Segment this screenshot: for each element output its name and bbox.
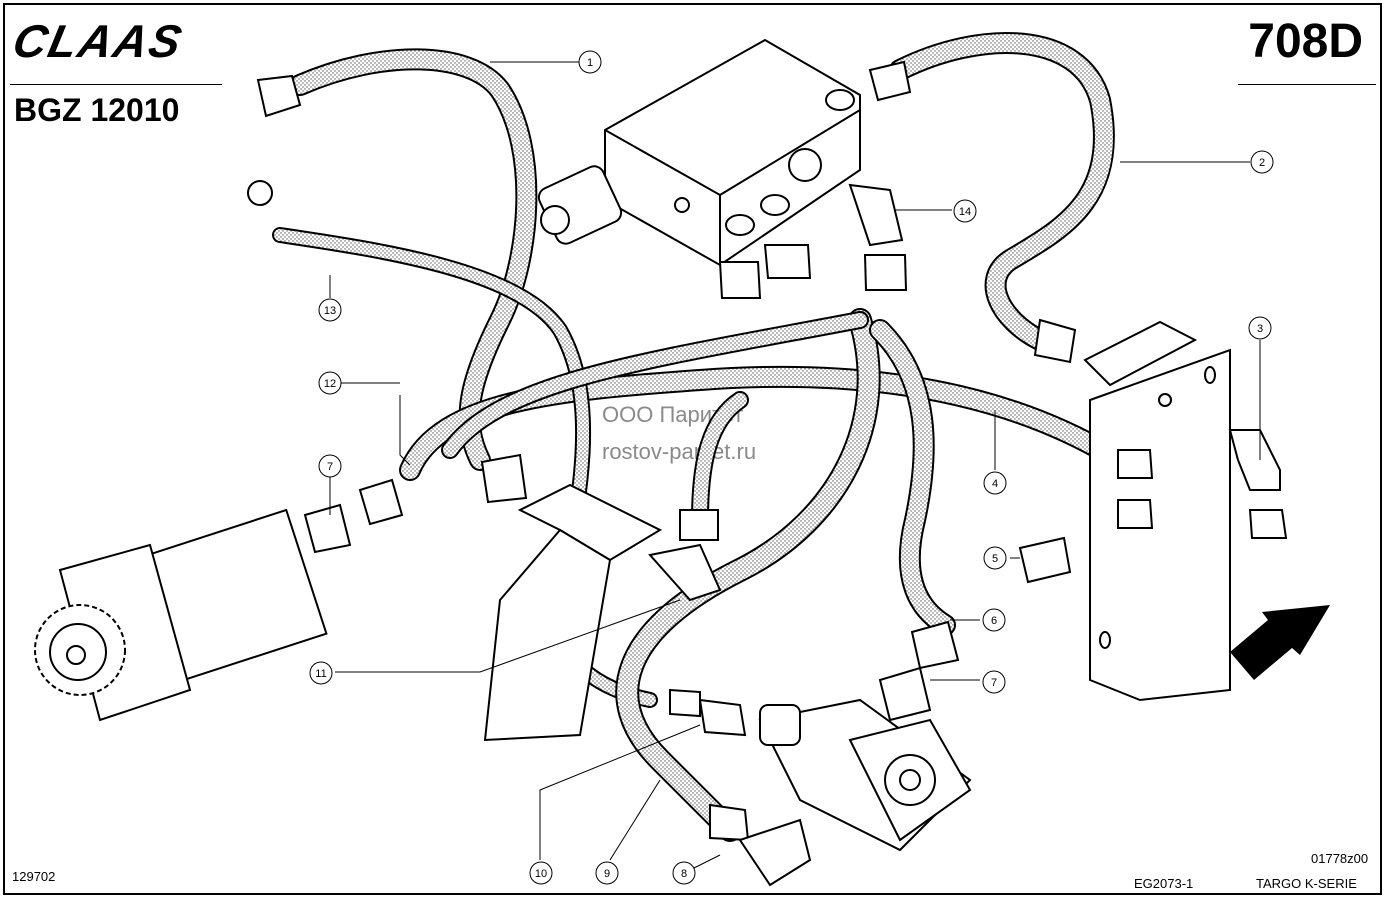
orbital-unit [758, 698, 972, 852]
callout-13: 13 [318, 298, 342, 322]
svg-text:6: 6 [991, 615, 997, 627]
hose-upper-left [441, 311, 869, 459]
valve-block [537, 38, 861, 267]
fitting-block-b [763, 244, 812, 279]
fitting-block-a [718, 261, 762, 299]
fitting-valve-left [480, 453, 528, 504]
callout-7-right: 7 [982, 670, 1006, 694]
callout-12: 12 [318, 371, 342, 395]
fitting-hose2-bottom [1033, 318, 1077, 364]
fitting-11-elbow [648, 543, 722, 602]
fitting-riser-end [679, 509, 719, 541]
svg-text:11: 11 [315, 668, 326, 680]
fitting-12-nut [358, 478, 404, 526]
group-code: BGZ 12010 [14, 92, 180, 128]
svg-text:14: 14 [959, 206, 971, 218]
leader-lines [329, 61, 1261, 876]
callout-11: 11 [309, 661, 333, 685]
watermark-company: ООО Паритет [602, 402, 744, 427]
callout-9: 9 [595, 861, 619, 885]
fitting-hose13-end [247, 180, 273, 206]
fittings [247, 60, 1288, 887]
svg-text:3: 3 [1257, 323, 1263, 335]
callout-1: 1 [578, 50, 602, 74]
hose-2 [889, 32, 1115, 351]
fitting-bracket-nut [1117, 499, 1154, 529]
header-rule-left [10, 84, 222, 85]
svg-text:5: 5 [992, 553, 998, 565]
gear-pump-left [34, 508, 328, 722]
svg-text:7: 7 [327, 461, 333, 473]
svg-text:1: 1 [587, 57, 593, 69]
svg-text:4: 4 [992, 478, 998, 490]
callout-14: 14 [953, 199, 977, 223]
fitting-3-elbow [1228, 429, 1281, 491]
fitting-7-right [878, 666, 932, 722]
fitting-14-elbow [848, 183, 904, 247]
callout-2: 2 [1250, 150, 1274, 174]
direction-arrow [1230, 605, 1330, 680]
fitting-hose2-end [868, 60, 912, 102]
header-rule-right [1238, 84, 1376, 85]
callout-8: 8 [672, 861, 696, 885]
fitting-hose4-end [1117, 449, 1154, 479]
fitting-block-c [863, 254, 908, 291]
callout-6: 6 [982, 608, 1006, 632]
svg-text:10: 10 [535, 868, 547, 880]
callout-7-left: 7 [318, 454, 342, 478]
footer-left-code: 129702 [12, 869, 56, 884]
svg-text:7: 7 [991, 677, 997, 689]
fitting-8-elbow [738, 818, 812, 887]
fitting-7-left [303, 503, 352, 554]
footer-drawing-code: EG2073-1 [1134, 876, 1194, 891]
fitting-5 [1018, 536, 1072, 584]
hose-6 [869, 319, 956, 636]
callout-3: 3 [1248, 316, 1272, 340]
svg-text:9: 9 [604, 868, 610, 880]
callout-5: 5 [983, 546, 1007, 570]
fitting-10 [698, 698, 747, 737]
callout-10: 10 [529, 861, 553, 885]
footer-series: TARGO K-SERIE [1256, 876, 1357, 891]
fitting-6-nut [910, 620, 960, 670]
svg-text:12: 12 [324, 378, 336, 390]
fitting-9-upper [669, 688, 701, 718]
fitting-9-lower [709, 803, 750, 842]
drawing-frame [3, 3, 1382, 895]
mid-housing [483, 483, 663, 742]
callout-4: 4 [983, 471, 1007, 495]
fitting-hose1-end [256, 74, 302, 118]
hose-1 [289, 48, 538, 471]
svg-text:2: 2 [1259, 157, 1265, 169]
hose-4 [399, 365, 1121, 481]
hose-9 [615, 308, 881, 842]
callouts: 1 2 3 4 5 6 7 7 8 9 10 11 12 13 14 [309, 50, 1274, 885]
page-code: 708D [1248, 15, 1363, 68]
svg-text:13: 13 [324, 305, 336, 317]
hose-riser [691, 391, 749, 529]
hoses [272, 32, 1121, 842]
fitting-3-nut [1248, 509, 1288, 539]
footer-ref-code: 01778z00 [1311, 851, 1369, 866]
svg-text:8: 8 [681, 868, 687, 880]
mounting-bracket [1083, 320, 1231, 702]
